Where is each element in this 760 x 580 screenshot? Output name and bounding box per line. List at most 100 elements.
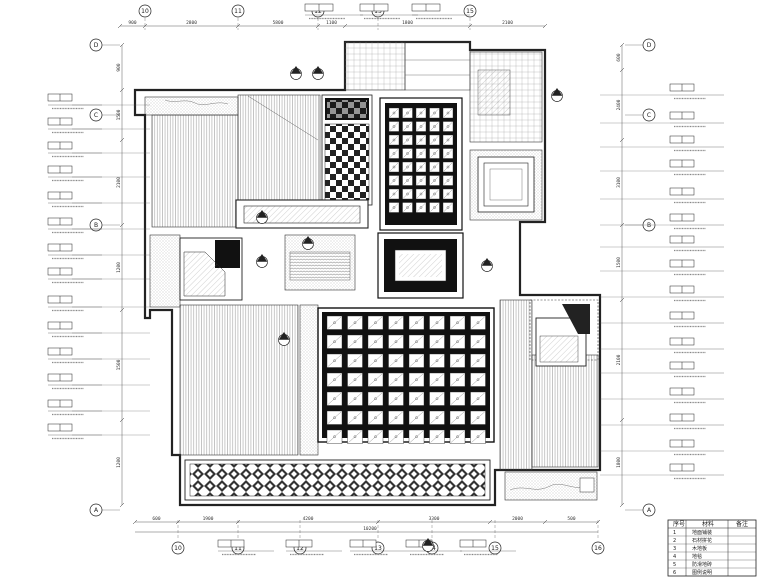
title-block-cell: 3 bbox=[673, 546, 676, 552]
callout-tag-right bbox=[669, 463, 724, 480]
callout-tag-left bbox=[47, 243, 102, 260]
callout-tag-top bbox=[304, 3, 363, 20]
title-block-cell: 2 bbox=[673, 538, 676, 544]
axis-label: 11 bbox=[234, 8, 242, 15]
callout-tag-left bbox=[47, 141, 102, 158]
elevation-marker bbox=[278, 332, 290, 346]
axis-label: 16 bbox=[594, 545, 602, 552]
axis-label: D bbox=[94, 42, 99, 49]
callout-tag-right bbox=[669, 439, 724, 456]
dimension-value: 5800 bbox=[273, 20, 284, 26]
title-block-cell: 5 bbox=[673, 562, 676, 568]
dimension-value: 1500 bbox=[116, 359, 122, 370]
dimension-value: 2400 bbox=[616, 99, 622, 110]
axis-right-bubble: A bbox=[642, 503, 656, 517]
dimension-value: 1500 bbox=[616, 257, 622, 268]
material-callouts bbox=[47, 3, 724, 556]
callout-tag-left bbox=[47, 295, 102, 312]
dimension-value: 3300 bbox=[429, 516, 440, 522]
title-block-header-material: 材料 bbox=[702, 520, 714, 528]
elevation-marker bbox=[312, 66, 324, 80]
dimension-value: 1200 bbox=[116, 262, 122, 273]
dimension-value: 900 bbox=[128, 20, 136, 26]
dimension-value: 500 bbox=[567, 516, 575, 522]
callout-tag-right bbox=[669, 187, 724, 204]
dimension-value: 2000 bbox=[512, 516, 523, 522]
dimension-value: 1200 bbox=[116, 457, 122, 468]
callout-tag-left bbox=[47, 423, 102, 440]
dimension-value: 1500 bbox=[116, 109, 122, 120]
title-block-cell: 1 bbox=[673, 530, 676, 536]
axis-label: 10 bbox=[141, 8, 149, 15]
axis-label: B bbox=[647, 222, 651, 229]
callout-tag-left bbox=[47, 191, 102, 208]
title-block-cell: 地毯 bbox=[692, 553, 702, 560]
callout-tag-bottom bbox=[349, 539, 406, 556]
elevation-marker bbox=[256, 254, 268, 268]
axis-top-bubble: 11 bbox=[231, 4, 245, 18]
elevation-marker bbox=[551, 88, 563, 102]
callout-tag-bottom bbox=[459, 539, 516, 556]
elevation-marker bbox=[302, 236, 314, 250]
axis-label: B bbox=[94, 222, 98, 229]
title-block-cell: 木地板 bbox=[692, 545, 707, 552]
axis-bottom-bubble: 15 bbox=[488, 541, 502, 555]
rooms bbox=[144, 41, 599, 501]
callout-tag-right bbox=[669, 337, 724, 354]
dimension-value: 2100 bbox=[116, 177, 122, 188]
dimension-value: 2100 bbox=[616, 354, 622, 365]
axis-left-bubble: A bbox=[89, 503, 103, 517]
axis-label: C bbox=[647, 112, 651, 119]
axis-bottom-bubble: 10 bbox=[171, 541, 185, 555]
axis-right-bubble: D bbox=[642, 38, 656, 52]
dimension-value: 1100 bbox=[326, 20, 337, 26]
callout-tag-top bbox=[411, 3, 470, 20]
callout-tag-right bbox=[669, 361, 724, 378]
title-block-cell: 防滑地砖 bbox=[692, 561, 712, 568]
callout-tag-left bbox=[47, 93, 102, 110]
section-markers bbox=[256, 66, 563, 552]
title-block-cell: 4 bbox=[673, 554, 676, 560]
axis-top-bubble: 15 bbox=[463, 4, 477, 18]
title-block-header-no: 序号 bbox=[673, 520, 685, 528]
axis-left-bubble: B bbox=[89, 218, 103, 232]
callout-tag-right bbox=[669, 213, 724, 230]
title-block-cell: 地面铺装 bbox=[692, 529, 712, 536]
elevation-marker bbox=[422, 538, 434, 552]
callout-tag-bottom bbox=[285, 539, 342, 556]
axis-label: 13 bbox=[374, 545, 382, 552]
axis-label: C bbox=[94, 112, 98, 119]
axis-label: D bbox=[647, 42, 652, 49]
axis-label: 12 bbox=[296, 545, 304, 552]
callout-tag-left bbox=[47, 165, 102, 182]
dimension-value: 1800 bbox=[616, 457, 622, 468]
dimension-total: 10200 bbox=[363, 526, 377, 532]
axis-top-bubble: 10 bbox=[138, 4, 152, 18]
dimension-value: 3100 bbox=[616, 177, 622, 188]
elevation-marker bbox=[481, 258, 493, 272]
axis-left-bubble: C bbox=[89, 108, 103, 122]
callout-tag-right bbox=[669, 413, 724, 430]
axis-label: 15 bbox=[491, 545, 499, 552]
callout-tag-right bbox=[669, 285, 724, 302]
callout-tag-top bbox=[359, 3, 418, 20]
callout-tag-right bbox=[669, 159, 724, 176]
dimension-value: 600 bbox=[616, 53, 622, 61]
callout-tag-left bbox=[47, 321, 102, 338]
title-block-cell: 6 bbox=[673, 570, 676, 576]
callout-tag-left bbox=[47, 347, 102, 364]
title-block-cell: 图例说明 bbox=[692, 569, 712, 576]
elevation-marker bbox=[256, 210, 268, 224]
axis-label: 15 bbox=[466, 8, 474, 15]
dimension-value: 1900 bbox=[203, 516, 214, 522]
dimension-value: 1800 bbox=[402, 20, 413, 26]
dimension-value: 900 bbox=[116, 63, 122, 71]
axis-left-bubble: D bbox=[89, 38, 103, 52]
dimension-value: 2800 bbox=[186, 20, 197, 26]
axis-label: 13 bbox=[374, 8, 382, 15]
callout-tag-right bbox=[669, 83, 724, 100]
callout-tag-bottom bbox=[217, 539, 274, 556]
